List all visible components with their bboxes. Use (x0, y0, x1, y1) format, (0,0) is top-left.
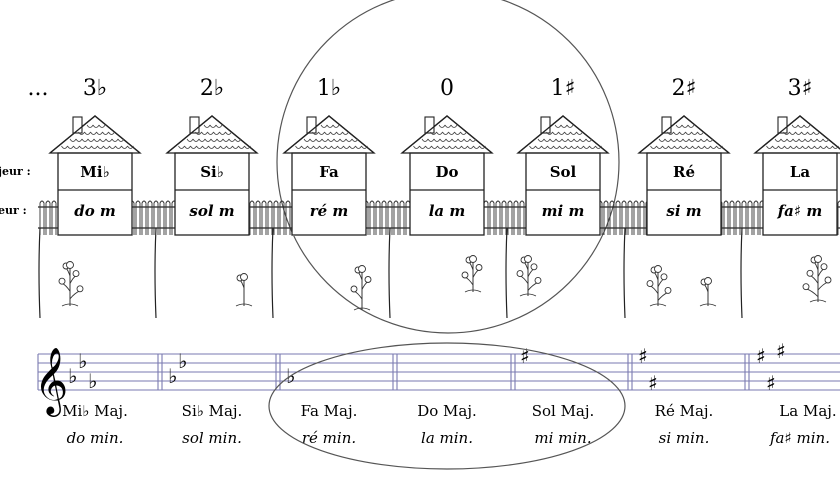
staff-major-key: La Maj. (779, 402, 836, 420)
flat-icon: ♭ (88, 369, 97, 393)
house-major-key: Fa (319, 163, 339, 181)
key-signature-label: 2♯ (672, 76, 697, 101)
key-signature-label: 3♯ (788, 76, 813, 101)
staff-key-labels: Mi♭ Maj. do min. Si♭ Maj. sol min. Fa Maj. ré… (62, 402, 837, 447)
staff-minor-key: si min. (659, 429, 710, 447)
key-signature-label: 2♭ (200, 76, 224, 101)
house-minor-key: la m (429, 202, 466, 220)
flower-icon (802, 255, 832, 303)
house: Do la m (400, 115, 494, 236)
house-major-key: Sol (550, 163, 577, 181)
sharp-icon: ♯ (520, 344, 530, 368)
flat-icon: ♭ (78, 349, 87, 373)
sharp-icon: ♯ (756, 344, 766, 368)
house-minor-key: si m (666, 202, 701, 220)
staff-major-key: Fa Maj. (301, 402, 358, 420)
house-minor-key: mi m (542, 202, 585, 220)
flower-icon (235, 273, 253, 307)
key-signature-label: 3♭ (83, 76, 107, 101)
flower-icon (646, 265, 672, 307)
house: Mi♭ do m (48, 115, 142, 236)
flower-icon (58, 261, 84, 307)
house-major-key: Do (435, 163, 458, 181)
house-minor-key: fa♯ m (777, 202, 823, 220)
staff-minor-key: la min. (421, 429, 473, 447)
staff-minor-key: do min. (67, 429, 124, 447)
sharp-icon: ♯ (766, 371, 776, 395)
house: Ré si m (637, 115, 731, 236)
key-signature-label: 1♯ (551, 76, 576, 101)
house-minor-key: sol m (189, 202, 234, 220)
flat-icon: ♭ (68, 364, 77, 388)
flower-icon (699, 277, 717, 307)
house-minor-key: ré m (310, 202, 349, 220)
sharp-icon: ♯ (776, 339, 786, 363)
staff-major-key: Mi♭ Maj. (62, 402, 128, 420)
garden-flowers (58, 255, 832, 311)
key-signature-label: 1♭ (317, 76, 341, 101)
sharp-icon: ♯ (648, 371, 658, 395)
music-staff: ♭♭♭♭♭♭♯♯♯♯♯♯ (37, 339, 840, 395)
house: La fa♯ m (753, 115, 840, 236)
highlight-ellipse (268, 342, 626, 470)
house: Fa ré m (282, 115, 376, 236)
staff-major-key: Ré Maj. (655, 402, 714, 420)
flat-icon: ♭ (178, 349, 187, 373)
staff-minor-key: ré min. (302, 429, 356, 447)
sharp-icon: ♯ (638, 344, 648, 368)
houses: Mi♭ do m Si♭ sol m Fa ré m Do la m Sol mi m Ré si m… (48, 115, 840, 236)
house: Sol mi m (516, 115, 610, 236)
highlight-circle (276, 0, 620, 334)
row-label-minor: eur : (0, 204, 27, 217)
flat-icon: ♭ (168, 364, 177, 388)
staff-minor-key: mi min. (534, 429, 591, 447)
staff-major-key: Do Maj. (417, 402, 477, 420)
flower-icon (516, 255, 542, 297)
house-major-key: Ré (673, 163, 695, 181)
house-minor-key: do m (74, 202, 116, 220)
row-label-major: jeur : (0, 165, 31, 178)
key-signature-label: 0 (440, 76, 454, 101)
staff-major-key: Si♭ Maj. (182, 402, 243, 420)
ellipsis-label: ... (28, 76, 49, 101)
house-major-key: Si♭ (200, 163, 224, 181)
flower-icon (350, 265, 372, 311)
treble-clef-icon: 𝄞 (34, 346, 68, 417)
staff-minor-key: fa♯ min. (769, 429, 830, 447)
flower-icon (461, 255, 483, 293)
house-major-key: Mi♭ (80, 163, 109, 181)
signature-row: 3♭ 2♭ 1♭ 0 1♯ 2♯ 3♯ (83, 76, 813, 101)
house-major-key: La (790, 163, 811, 181)
staff-minor-key: sol min. (182, 429, 242, 447)
house: Si♭ sol m (165, 115, 259, 236)
staff-major-key: Sol Maj. (532, 402, 595, 420)
